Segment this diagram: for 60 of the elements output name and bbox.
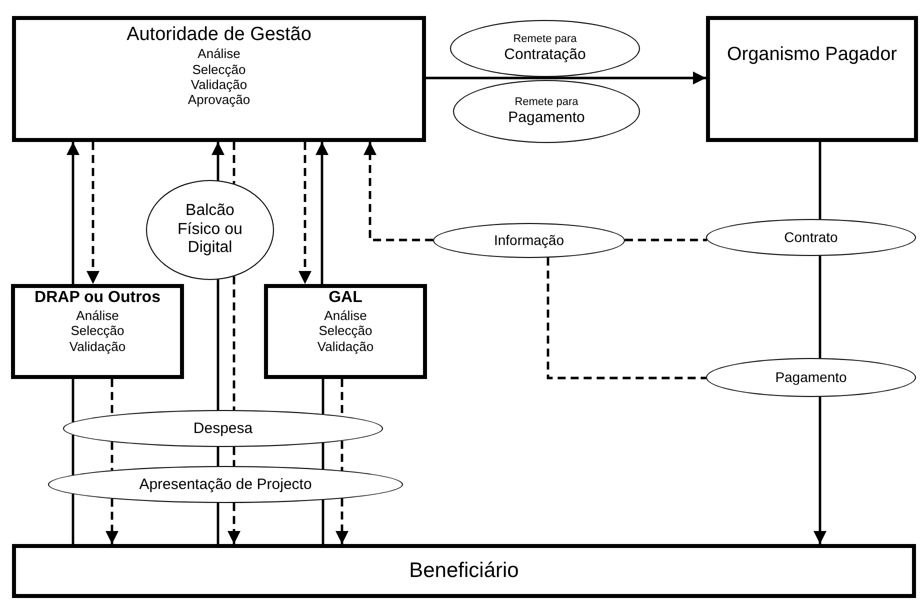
box-text: Aprovação [188,92,250,108]
process-box [264,284,427,379]
box-text: Validação [190,77,248,92]
ellipse-label: Balcão Físico ou Digital [176,202,244,258]
connector-line [110,379,114,416]
box-title: DRAP ou Outros [34,289,160,308]
ellipse-label: Informação [494,232,564,249]
connector-line [546,258,706,380]
connector-line [110,442,114,470]
ellipse-label: Apresentação de Projecto [139,476,312,494]
arrow [426,72,706,84]
connector-line [216,280,220,410]
process-box [11,284,184,379]
process-box [706,16,918,142]
connector-line [818,256,822,358]
ellipse-label: Pagamento [508,109,585,127]
connector-line [232,446,236,466]
arrow [212,142,224,180]
box-text: Análise [324,308,367,324]
box-text: Selecção [192,62,246,78]
arrow [106,498,118,544]
connector-line [322,442,324,470]
box-text: Selecção [318,323,372,339]
box-title: Organismo Pagador [726,44,898,66]
arrow [364,142,434,242]
connector-line [340,440,344,471]
ellipse-label: Remete para [514,96,578,110]
connector-line [216,447,220,466]
box-text: Análise [198,46,240,62]
connector-line [232,276,236,410]
connector-line [232,142,236,184]
box-text: Validação [317,338,374,354]
box-text: Análise [76,308,119,324]
connector-line [624,238,707,242]
arrow [336,498,348,544]
arrow [86,142,100,284]
connector-line [72,494,74,544]
box-text: Validação [69,338,126,354]
connector-line [322,500,324,544]
connector-line [818,142,822,220]
ellipse-label: Remete para [513,33,577,46]
ellipse-label: Contratação [504,46,586,64]
ellipse-label: Contrato [784,229,838,246]
arrow [814,396,826,544]
connector-line [216,502,220,544]
box-title: Beneficiário [409,558,519,584]
ellipse-label: Despesa [193,420,253,438]
process-box [12,544,916,598]
connector-line [72,434,74,476]
box-title: GAL [328,289,362,308]
connector-line [72,379,74,422]
process-box [12,16,426,142]
arrow [228,502,240,544]
arrow [298,142,312,284]
connector-line [322,379,324,414]
arrow [66,142,80,284]
ellipse-label: Pagamento [775,369,847,386]
arrow [316,142,328,284]
box-title: Autoridade de Gestão [126,24,312,46]
box-text: Selecção [70,323,124,339]
